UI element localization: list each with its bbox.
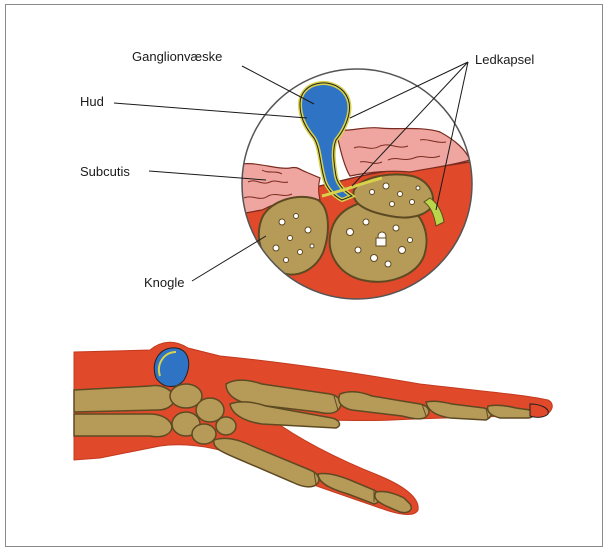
bone-pore-square <box>376 238 386 246</box>
hand-illustration <box>74 342 552 514</box>
label-knogle: Knogle <box>144 275 184 290</box>
label-hud: Hud <box>80 94 104 109</box>
label-ledkapsel: Ledkapsel <box>475 52 534 67</box>
leader-knogle <box>192 236 266 281</box>
label-ganglionvaeske: Ganglionvæske <box>132 49 222 64</box>
label-subcutis: Subcutis <box>80 164 130 179</box>
cross-section <box>230 69 480 300</box>
cross-section-bone-left <box>259 197 328 275</box>
